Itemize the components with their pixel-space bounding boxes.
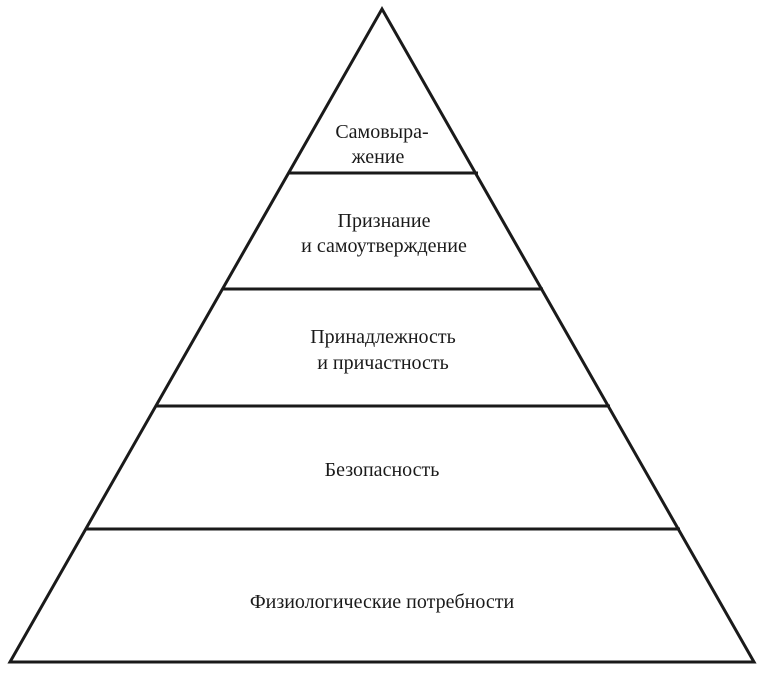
pyramid-level-self-expression: Самовыра- жение (335, 121, 428, 168)
pyramid-outline (7, 5, 757, 664)
level-2-line-2: и самоутверждение (301, 235, 467, 257)
pyramid-level-belonging: Принадлежность и причастность (310, 326, 456, 374)
level-1-line-2: жение (351, 146, 405, 168)
level-3-line-2: и причастность (317, 352, 449, 374)
level-1-line-1: Самовыра- (335, 121, 428, 143)
pyramid-level-physiological: Физиологические потребности (250, 591, 515, 613)
level-5-line-1: Физиологические потребности (250, 591, 515, 613)
pyramid-level-safety: Безопасность (325, 459, 440, 481)
level-2-line-1: Признание (338, 210, 431, 232)
level-4-line-1: Безопасность (325, 459, 440, 481)
level-3-line-1: Принадлежность (310, 326, 456, 348)
pyramid-level-recognition: Признание и самоутверждение (301, 210, 467, 257)
